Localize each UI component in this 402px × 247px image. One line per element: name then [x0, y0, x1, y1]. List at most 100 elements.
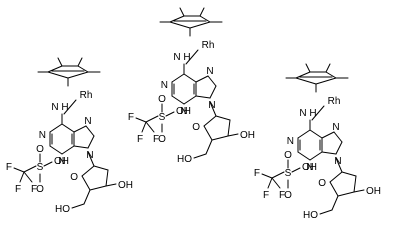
sugar-bond [203, 115, 217, 127]
sugar-bond [93, 165, 109, 171]
c-f-bond [267, 177, 273, 189]
imidazole-bond [73, 145, 89, 149]
cp-ring-bond [295, 71, 311, 79]
ho-5-label: HO [55, 204, 70, 215]
cp-ring-bond [295, 77, 317, 85]
imidazole-bond [87, 135, 95, 149]
oh-bond [227, 133, 239, 137]
s-c-bond [271, 171, 285, 179]
c-f-bond [13, 167, 25, 173]
oh-bond [353, 189, 365, 193]
n1-label: N [161, 80, 168, 91]
ch2-bond [319, 209, 333, 215]
ch2-bond [331, 195, 339, 211]
sugar-bond [341, 171, 357, 177]
glycosidic-bond [335, 157, 343, 173]
fluorine-label: F [31, 184, 37, 195]
methyl-bond [325, 63, 331, 73]
cp-ring-bond [169, 21, 191, 29]
s-oh-bond [43, 161, 53, 167]
purine-bond [171, 73, 185, 83]
imidazole-bond [321, 151, 337, 155]
cp-ring-bond [67, 71, 89, 79]
purine-bond [171, 95, 185, 105]
purine-bond [49, 145, 63, 155]
n-rh-bond [311, 105, 325, 121]
sulfonyl-oxygen-label: O [158, 134, 166, 145]
s-oh-bond [291, 167, 301, 173]
sulfur-label: S [37, 162, 44, 173]
c-f-bond [141, 121, 147, 133]
fluorine-label: F [15, 184, 21, 195]
fluorine-label: F [128, 112, 134, 123]
purine-bond [183, 73, 197, 83]
sulfonyl-oxygen-label: O [158, 94, 166, 105]
fluorine-label: F [137, 134, 143, 145]
glycosidic-bond [209, 101, 217, 117]
sulfonic-oh-label: OH [54, 156, 69, 167]
nh-label: N H [173, 52, 190, 63]
oh-3-label: OH [118, 180, 133, 191]
n7-label: N [84, 116, 91, 127]
methyl-bond [199, 7, 205, 17]
cp-ring-bond [47, 71, 69, 79]
sugar-bond [105, 169, 109, 187]
sugar-bond [81, 165, 95, 177]
sugar-bond [329, 181, 339, 197]
methyl-bond [179, 7, 185, 17]
c-f-bond [271, 177, 281, 189]
cp-ring-bond [77, 65, 89, 73]
imidazole-bond [209, 85, 217, 99]
fluorine-label: F [6, 162, 12, 173]
cp-ring-bond [47, 65, 63, 73]
purine-bond [49, 123, 63, 133]
n3-label: N [180, 106, 187, 117]
sulfonic-oh-label: OH [176, 106, 191, 117]
methyl-bond [305, 63, 311, 73]
nh-label: N H [299, 108, 316, 119]
imidazole-bond [321, 131, 335, 139]
purine-bond [309, 151, 323, 161]
sugar-bond [227, 119, 231, 137]
imidazole-bond [85, 125, 95, 137]
c-f-bond [261, 173, 273, 179]
sugar-bond [353, 175, 357, 193]
ch2-bond [193, 153, 207, 159]
fluorine-label: F [254, 168, 260, 179]
ch2-bond [83, 189, 91, 205]
ho-5-label: HO [303, 210, 318, 221]
sugar-bond [203, 125, 213, 141]
cp-ring-bond [325, 71, 337, 79]
methyl-bond [57, 57, 63, 67]
sugar-bond [81, 175, 91, 191]
sugar-bond [337, 191, 355, 197]
n3-label: N [58, 156, 65, 167]
sulfonyl-oxygen-label: O [36, 144, 44, 155]
c-f-bond [23, 171, 33, 183]
sulfur-label: S [285, 168, 292, 179]
oh-3-label: OH [366, 186, 381, 197]
n-rh-bond [185, 49, 199, 65]
fluorine-label: F [153, 134, 159, 145]
cp-ring-bond [199, 15, 211, 23]
imidazole-bond [195, 75, 209, 83]
ring-oxygen-label: O [318, 178, 326, 189]
ring-oxygen-label: O [70, 172, 78, 183]
sugar-bond [215, 115, 231, 121]
sulfonyl-oxygen-label: O [36, 184, 44, 195]
fluorine-label: F [263, 190, 269, 201]
rhodium-label: Rh [202, 40, 215, 51]
glycosidic-bond [87, 151, 95, 167]
purine-bond [309, 129, 323, 139]
sulfonyl-oxygen-label: O [284, 190, 292, 201]
sulfonic-oh-label: OH [302, 162, 317, 173]
ho-5-label: HO [177, 154, 192, 165]
n7-label: N [332, 122, 339, 133]
cp-ring-bond [189, 21, 211, 29]
sugar-bond [89, 185, 107, 191]
sulfur-label: S [159, 112, 166, 123]
purine-bond [61, 145, 75, 155]
n3-label: N [306, 162, 313, 173]
